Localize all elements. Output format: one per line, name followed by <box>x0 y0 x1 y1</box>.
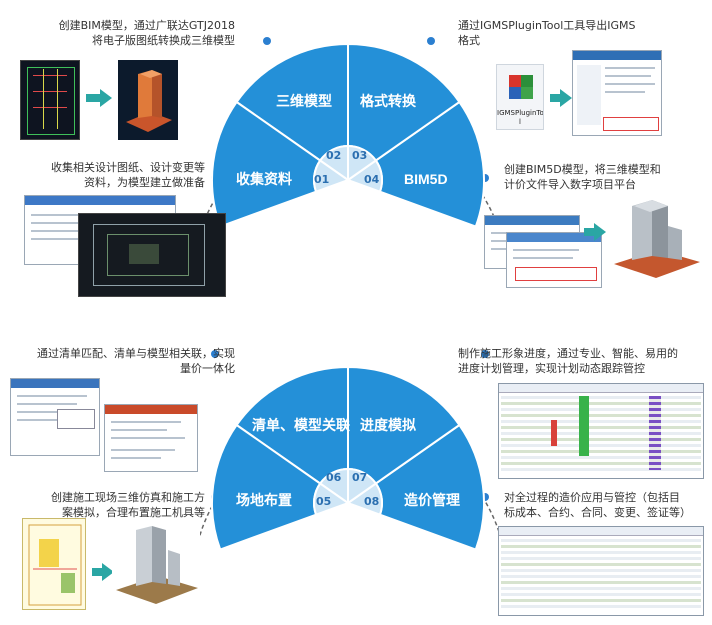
caption-line: 进度计划管理，实现计划动态跟踪管控 <box>458 362 645 375</box>
dot-icon <box>211 350 219 358</box>
caption-cost: 对全过程的造价应用与管控（包括目 标成本、合约、合同、变更、签证等） <box>504 490 691 520</box>
bill-dialog-window <box>104 404 198 472</box>
segment-label: 清单、模型关联 <box>252 417 350 433</box>
segment-label: BIM5D <box>404 171 448 187</box>
caption-line: 制作施工形象进度，通过专业、智能、易用的 <box>458 347 678 360</box>
site-simulation-image <box>112 520 200 608</box>
cost-sheet-image <box>498 526 704 616</box>
cad-drawing-image <box>20 60 80 140</box>
caption-line: 计价文件导入数字项目平台 <box>504 178 636 191</box>
caption-schedule: 制作施工形象进度，通过专业、智能、易用的 进度计划管理，实现计划动态跟踪管控 <box>458 346 678 376</box>
segment-number: 01 <box>314 173 330 186</box>
caption-line: 通过清单匹配、清单与模型相关联，实现 <box>37 347 235 360</box>
export-dialog-window <box>572 50 662 136</box>
segment-number: 02 <box>326 149 342 162</box>
caption-line: 标成本、合约、合同、变更、签证等） <box>504 506 691 519</box>
3d-model-image <box>118 60 178 140</box>
segment-number: 08 <box>364 495 380 508</box>
caption-bim5d: 创建BIM5D模型，将三维模型和 计价文件导入数字项目平台 <box>504 162 661 192</box>
dot-icon <box>481 350 489 358</box>
caption-site: 创建施工现场三维仿真和施工方 案模拟，合理布置施工机具等 <box>51 490 205 520</box>
caption-line: 案模拟，合理布置施工机具等 <box>62 506 205 519</box>
caption-line: 格式 <box>458 34 480 47</box>
caption-model: 创建BIM模型，通过广联达GTJ2018 将电子版图纸转换成三维模型 <box>59 18 235 48</box>
caption-line: 创建BIM模型，通过广联达GTJ2018 <box>58 19 235 32</box>
segment-number: 05 <box>316 495 332 508</box>
igms-tool-icon-tile: IGMSPluginToo l <box>496 64 544 130</box>
site-layout-plan-image <box>22 518 86 610</box>
segment-label: 造价管理 <box>404 492 460 508</box>
caption-line: 创建施工现场三维仿真和施工方 <box>51 491 205 504</box>
segment-label: 三维模型 <box>276 93 332 109</box>
bill-matching-window <box>10 378 100 456</box>
caption-line: 量价一体化 <box>180 362 235 375</box>
igms-tool-label: IGMSPluginToo l <box>497 109 543 127</box>
caption-line: 将电子版图纸转换成三维模型 <box>92 34 235 47</box>
segment-number: 04 <box>364 173 380 186</box>
segment-number: 03 <box>352 149 368 162</box>
segment-label: 格式转换 <box>360 93 416 109</box>
igms-cube-icon <box>509 75 533 99</box>
caption-export: 通过IGMSPluginTool工具导出IGMS 格式 <box>458 18 636 48</box>
caption-line: 通过IGMSPluginTool工具导出IGMS <box>458 19 636 32</box>
top-hub-segment <box>313 159 350 193</box>
caption-line: 对全过程的造价应用与管控（包括目 <box>504 491 680 504</box>
tool-label-line: IGMSPluginToo <box>497 109 544 117</box>
caption-collect: 收集相关设计图纸、设计变更等 资料，为模型建立做准备 <box>51 160 205 190</box>
bim5d-file-window <box>506 232 602 288</box>
segment-number: 06 <box>326 471 342 484</box>
segment-number: 07 <box>352 471 368 484</box>
caption-bill: 通过清单匹配、清单与模型相关联，实现 量价一体化 <box>37 346 235 376</box>
site-plan-image <box>78 213 226 297</box>
tool-label-line: l <box>519 118 521 126</box>
caption-line: 收集相关设计图纸、设计变更等 <box>51 161 205 174</box>
segment-label: 场地布置 <box>236 492 292 508</box>
dot-icon <box>263 37 271 45</box>
schedule-sheet-image <box>498 383 704 479</box>
bim5d-building-image <box>608 192 704 284</box>
segment-label: 进度模拟 <box>360 417 416 433</box>
caption-line: 创建BIM5D模型，将三维模型和 <box>504 163 661 176</box>
dot-icon <box>427 37 435 45</box>
bottom-hub-segment <box>313 482 350 516</box>
caption-line: 资料，为模型建立做准备 <box>84 176 205 189</box>
segment-label: 收集资料 <box>236 171 292 187</box>
